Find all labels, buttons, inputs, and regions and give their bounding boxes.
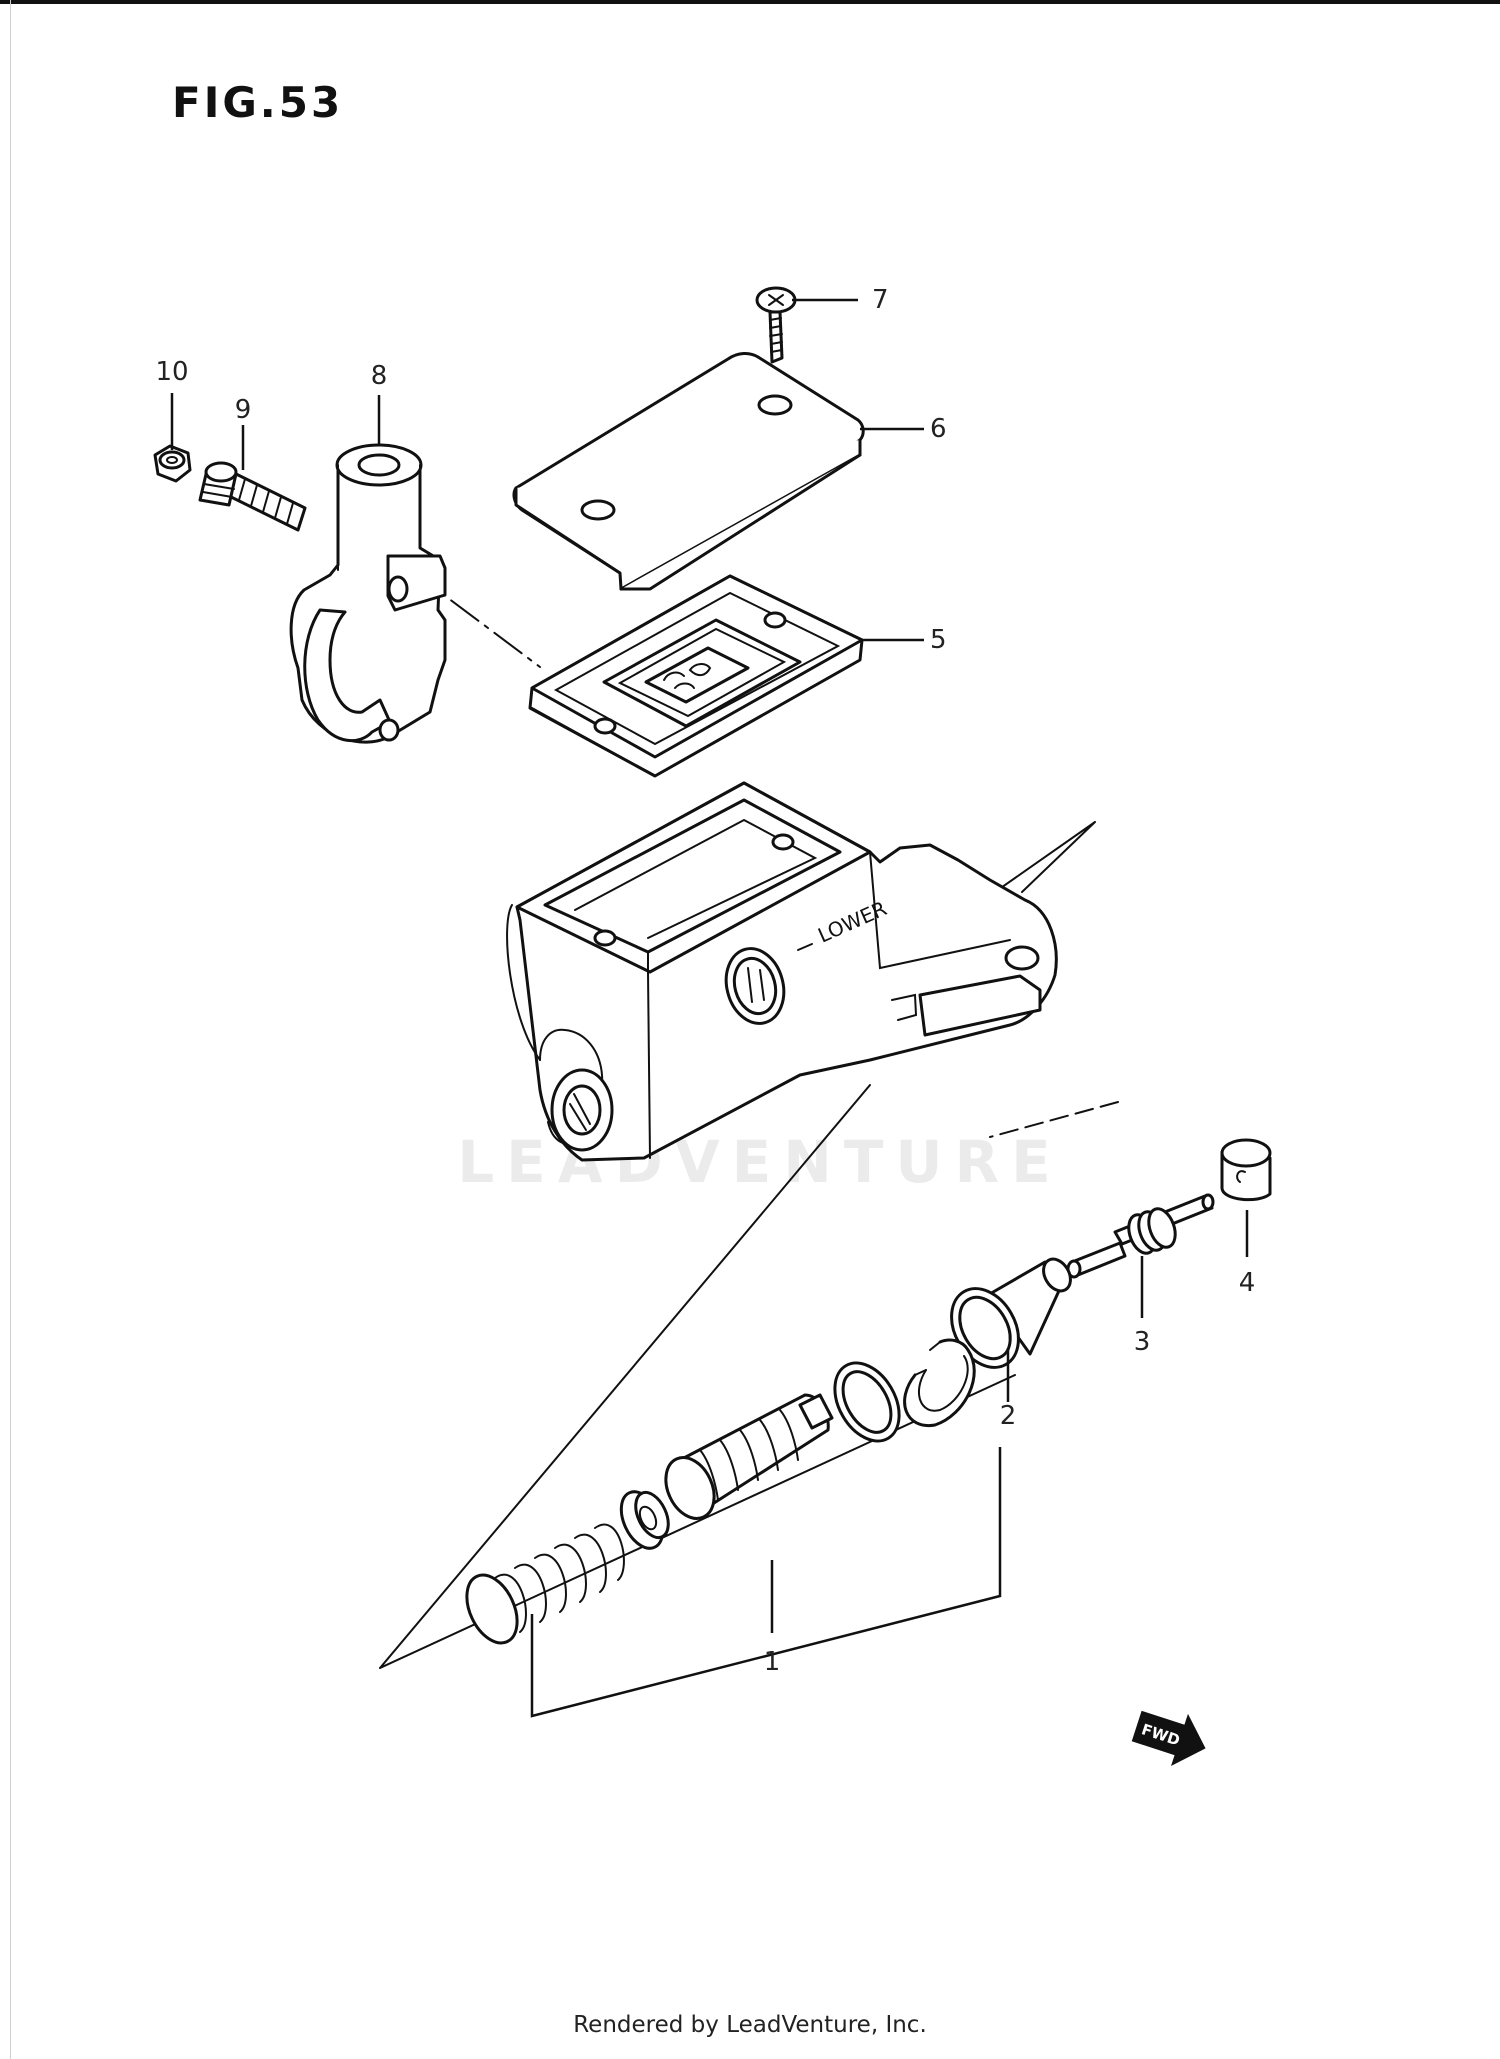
- part-piston: [664, 1393, 834, 1520]
- callout-1: 1: [764, 1647, 781, 1677]
- part-push-rod: [1066, 1193, 1215, 1279]
- part-dust-boot: [950, 1257, 1072, 1369]
- part-diaphragm: [528, 574, 864, 778]
- part-circlip: [903, 1338, 976, 1427]
- left-border: [10, 0, 11, 2059]
- leader-lines: [170, 298, 1249, 1718]
- render-credit: Rendered by LeadVenture, Inc.: [573, 2012, 927, 2038]
- callout-10: 10: [155, 357, 188, 387]
- part-primary-cup: [619, 1490, 670, 1550]
- part-washer: [833, 1361, 901, 1443]
- part-screw: [755, 286, 797, 364]
- part-clamp-holder: [289, 443, 447, 744]
- forward-arrow-icon: FWD: [1131, 1710, 1206, 1767]
- assembly-lines: [379, 567, 1119, 1669]
- part-reservoir-cap: [512, 352, 865, 591]
- part-nut: [153, 444, 192, 483]
- part-cap: [1220, 1138, 1272, 1202]
- part-spring: [465, 1523, 625, 1645]
- part-bolt: [198, 461, 307, 532]
- watermark-text: LEADVENTURE: [457, 1128, 1063, 1196]
- callout-3: 3: [1134, 1327, 1151, 1357]
- callout-2: 2: [1000, 1401, 1017, 1431]
- callout-7: 7: [872, 285, 889, 315]
- callout-6: 6: [930, 414, 947, 444]
- callout-5: 5: [930, 625, 947, 655]
- callout-8: 8: [371, 361, 388, 391]
- lower-marking-underline: [797, 943, 813, 951]
- callout-9: 9: [235, 395, 252, 425]
- top-border: [0, 0, 1500, 4]
- callout-4: 4: [1239, 1268, 1256, 1298]
- figure-title: FIG.53: [172, 78, 344, 127]
- part-master-cylinder-body: [506, 781, 1058, 1162]
